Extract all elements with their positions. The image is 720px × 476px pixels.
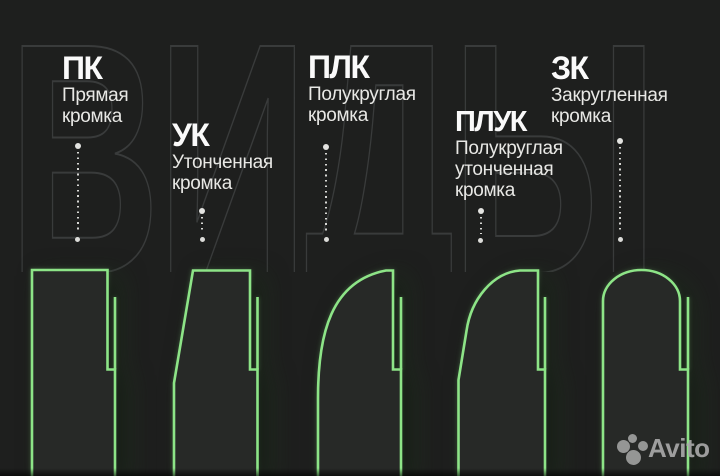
profile-plk-semicircular-edge bbox=[316, 269, 403, 476]
avito-dots-logo bbox=[626, 450, 641, 465]
connector-dot-top-uk bbox=[199, 208, 205, 214]
desc-line: кромка bbox=[172, 173, 233, 194]
profile-zk-rounded-edge bbox=[601, 268, 690, 476]
edge-type-desc-pk: Прямая кромка bbox=[62, 85, 222, 127]
desc-line: кромка bbox=[455, 180, 516, 201]
background-watermark-word: ВИДЫ bbox=[7, 0, 658, 272]
desc-line: утонченная bbox=[455, 159, 554, 180]
avito-dots-logo bbox=[638, 441, 648, 451]
connector-dot-bottom-pk bbox=[75, 236, 80, 242]
avito-dots-logo bbox=[617, 440, 630, 453]
edge-type-abbr-pk: ПК bbox=[62, 50, 103, 86]
label-zk: ЗК Закругленная кромка bbox=[551, 51, 711, 127]
edge-type-desc-zk: Закругленная кромка bbox=[551, 85, 711, 127]
desc-line: кромка bbox=[551, 106, 612, 127]
connector-dot-bottom-zk bbox=[617, 236, 623, 242]
desc-line: кромка bbox=[62, 106, 123, 127]
edge-type-abbr-uk: УК bbox=[172, 117, 210, 153]
connector-dot-top-pluk bbox=[477, 208, 484, 214]
connector-dotted-line-zk bbox=[619, 147, 622, 233]
label-pk: ПК Прямая кромка bbox=[62, 51, 222, 127]
connector-dot-top-plk bbox=[323, 144, 329, 150]
connector-dotted-line-uk bbox=[201, 217, 204, 233]
connector-dot-bottom-uk bbox=[199, 236, 205, 242]
edge-type-desc-pluk: Полукруглая утонченная кромка bbox=[455, 138, 615, 201]
connector-dotted-line-pk bbox=[76, 152, 79, 233]
connector-dotted-line-plk bbox=[325, 153, 328, 233]
desc-line: Прямая bbox=[62, 85, 129, 106]
connector-dot-top-zk bbox=[617, 138, 623, 144]
connector-dotted-line-pluk bbox=[479, 217, 482, 234]
background-watermark-clip: ВИДЫ bbox=[7, 0, 658, 272]
edge-type-abbr-zk: ЗК bbox=[551, 50, 589, 86]
desc-line: Полукруглая bbox=[308, 84, 416, 105]
profile-pk-straight-edge bbox=[30, 268, 117, 476]
desc-line: Закругленная bbox=[551, 85, 668, 106]
profile-pluk-semicircular-thinned-edge bbox=[457, 269, 547, 476]
label-uk: УК Утонченная кромка bbox=[172, 118, 332, 194]
bottom-fade-overlay bbox=[0, 468, 720, 476]
label-pluk: ПЛУК Полукруглая утонченная кромка bbox=[455, 106, 615, 202]
profile-uk-thinned-edge bbox=[172, 269, 259, 476]
connector-dot-top-pk bbox=[74, 143, 81, 149]
desc-line: Утонченная bbox=[172, 152, 273, 173]
edge-type-abbr-plk: ПЛК bbox=[308, 49, 370, 85]
avito-dots-logo bbox=[628, 434, 637, 443]
connector-dot-bottom-plk bbox=[323, 236, 329, 242]
edge-type-desc-plk: Полукруглая кромка bbox=[308, 84, 468, 126]
desc-line: Полукруглая bbox=[455, 138, 563, 159]
connector-dot-bottom-pluk bbox=[478, 237, 483, 243]
desc-line: кромка bbox=[308, 105, 369, 126]
label-plk: ПЛК Полукруглая кромка bbox=[308, 50, 468, 126]
edge-type-desc-uk: Утонченная кромка bbox=[172, 152, 332, 194]
edge-type-abbr-pluk: ПЛУК bbox=[455, 106, 527, 138]
avito-brand-name: Avito bbox=[648, 433, 710, 463]
avito-watermark: Avito bbox=[612, 432, 716, 466]
